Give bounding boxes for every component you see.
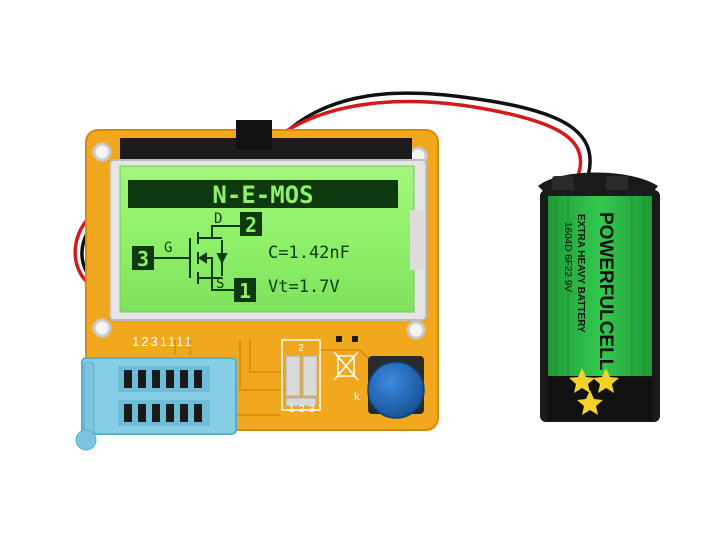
lcd-threshold: Vt=1.7V — [268, 277, 340, 297]
lcd-label-g: G — [164, 240, 172, 256]
battery-tagline: EXTRA HEAVY BATTERY — [575, 214, 586, 333]
lcd-label-s: S — [216, 276, 224, 292]
pad-1-label: 1 — [289, 404, 295, 415]
pad-top-label: 2 — [298, 343, 304, 354]
mount-hole — [406, 320, 426, 340]
mount-hole — [92, 318, 112, 338]
lcd-header: N-E-MOS — [212, 181, 313, 209]
mosfet-symbol — [154, 225, 240, 291]
zif-socket — [75, 357, 237, 451]
socket-pin-numbers: 1231111 — [132, 334, 194, 349]
test-button[interactable] — [367, 356, 425, 419]
lcd-header-bar — [128, 180, 398, 208]
battery-brand: POWERFULCELL — [595, 212, 616, 371]
button-label: k — [354, 391, 360, 403]
mount-hole — [92, 142, 112, 162]
lcd-screen: N-E-MOS 2 3 1 D G S C=1.42nF Vt=1.7V — [128, 180, 398, 303]
lcd-capacitance: C=1.42nF — [268, 243, 350, 263]
lcd-label-d: D — [214, 211, 222, 227]
lcd-pin-top: 2 — [245, 213, 257, 237]
weee-bin-icon — [333, 351, 359, 381]
battery-spec: 1604D 6F22 9V — [562, 222, 573, 292]
zif-lever-knob[interactable] — [75, 429, 97, 451]
lcd-pin-left: 3 — [137, 247, 149, 271]
battery: POWERFULCELL EXTRA HEAVY BATTERY 1604D 6… — [538, 172, 660, 422]
pad-2-label: 2 — [299, 404, 305, 415]
pad-3-label: 3 — [309, 404, 315, 415]
zif-lever[interactable] — [83, 361, 95, 439]
test-pads: 2 1 2 3 — [281, 339, 321, 415]
battery-wires — [274, 91, 592, 177]
lcd-pin-bottom: 1 — [239, 279, 251, 303]
